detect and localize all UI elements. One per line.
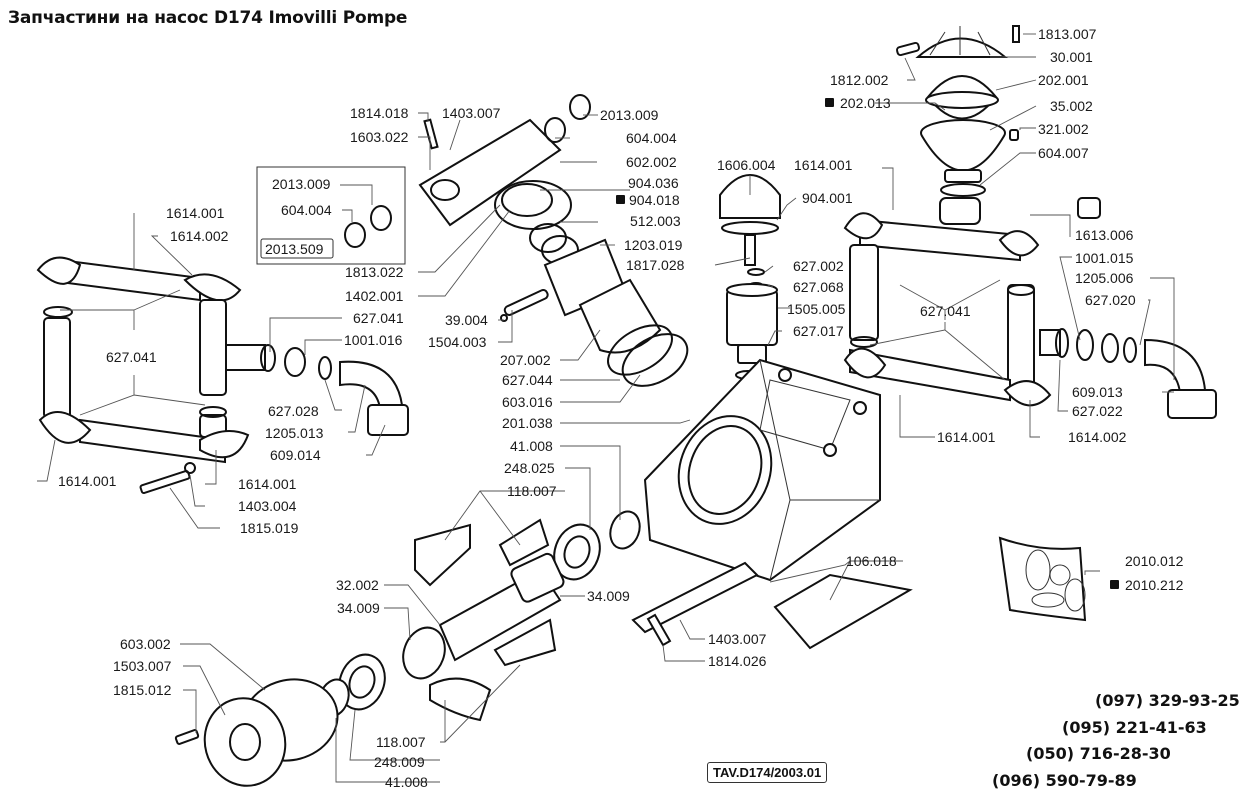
part-label: 1603.022: [350, 129, 409, 145]
part-label: 627.068: [793, 279, 844, 295]
phone-number: (097) 329-93-25: [1095, 691, 1240, 710]
phone-number: (095) 221-41-63: [1062, 718, 1207, 737]
leader-lines: [37, 33, 1175, 783]
part-label: 1205.013: [265, 425, 324, 441]
drawing-code-badge: TAV.D174/2003.01: [707, 762, 828, 783]
part-label: 1402.001: [345, 288, 404, 304]
kit-code-label: 2013.509: [265, 241, 324, 257]
part-label: 609.013: [1072, 384, 1123, 400]
part-label: 1614.001: [937, 429, 996, 445]
part-label: 118.007: [507, 483, 557, 499]
part-label: 1815.019: [240, 520, 299, 536]
part-label: 1813.022: [345, 264, 404, 280]
part-label: 627.022: [1072, 403, 1123, 419]
part-label: 627.002: [793, 258, 844, 274]
part-label: 602.002: [626, 154, 677, 170]
part-label: 1001.015: [1075, 250, 1134, 266]
seal-kit-drawing: [998, 536, 1087, 622]
kit-item-label: 2013.009: [272, 176, 331, 192]
supersession-marker-icon: [825, 98, 834, 107]
kit-item-label: 604.004: [281, 202, 332, 218]
part-label: 1504.003: [428, 334, 487, 350]
part-label: 604.004: [626, 130, 677, 146]
part-label: 1814.026: [708, 653, 767, 669]
air-chamber-assembly: [896, 25, 1020, 197]
part-label: 1205.006: [1075, 270, 1134, 286]
part-label: 2010.012: [1125, 553, 1184, 569]
part-label: 1812.002: [830, 72, 889, 88]
part-label: 627.041: [106, 349, 157, 365]
part-label: 39.004: [445, 312, 488, 328]
part-label: 41.008: [385, 774, 428, 790]
parts-drawing: [36, 25, 1217, 787]
part-label: 904.036: [628, 175, 679, 191]
phone-number: (096) 590-79-89: [992, 771, 1137, 790]
part-label: 1614.002: [1068, 429, 1127, 445]
right-manifold: [843, 197, 1217, 419]
part-label: 609.014: [270, 447, 321, 463]
part-label: 32.002: [336, 577, 379, 593]
part-label: 627.041: [353, 310, 404, 326]
supersession-marker-icon: [616, 195, 625, 204]
part-label: 1403.007: [442, 105, 501, 121]
crankshaft-assembly: [174, 510, 641, 787]
part-label: 1606.004: [717, 157, 776, 173]
part-label: 202.013: [840, 95, 891, 111]
part-label: 1814.018: [350, 105, 409, 121]
part-label: 1817.028: [626, 257, 685, 273]
part-label: 202.001: [1038, 72, 1089, 88]
part-label: 41.008: [510, 438, 553, 454]
part-label: 201.038: [502, 415, 553, 431]
part-label: 1203.019: [624, 237, 683, 253]
part-label: 603.002: [120, 636, 171, 652]
part-label: 248.009: [374, 754, 425, 770]
phone-number: (050) 716-28-30: [1026, 744, 1171, 763]
part-label: 627.020: [1085, 292, 1136, 308]
pump-body: [643, 358, 881, 582]
part-label: 1813.007: [1038, 26, 1097, 42]
part-label: 1403.004: [238, 498, 297, 514]
part-label: 904.018: [629, 192, 680, 208]
page-title: Запчастини на насос D174 Imovilli Pompe: [8, 8, 408, 28]
valve-kit-box: 2013.509 2013.009 604.004: [256, 166, 406, 265]
part-label: 512.003: [630, 213, 681, 229]
part-label: 1614.001: [166, 205, 225, 221]
part-label: 1614.001: [58, 473, 117, 489]
supersession-marker-icon: [1110, 580, 1119, 589]
part-label: 30.001: [1050, 49, 1093, 65]
part-label: 1403.007: [708, 631, 767, 647]
part-label: 106.018: [846, 553, 897, 569]
part-label: 34.009: [337, 600, 380, 616]
part-label: 321.002: [1038, 121, 1089, 137]
part-label: 1614.001: [238, 476, 297, 492]
part-label: 2013.009: [600, 107, 659, 123]
part-label: 2010.212: [1125, 577, 1184, 593]
part-label: 1503.007: [113, 658, 172, 674]
base-brackets: [631, 561, 913, 650]
part-label: 248.025: [504, 460, 555, 476]
part-label: 904.001: [802, 190, 853, 206]
part-label: 1001.016: [344, 332, 403, 348]
part-label: 1614.001: [794, 157, 853, 173]
part-label: 627.041: [920, 303, 971, 319]
part-label: 118.007: [376, 734, 426, 750]
part-label: 603.016: [502, 394, 553, 410]
part-label: 1613.006: [1075, 227, 1134, 243]
central-valve: [719, 174, 781, 380]
part-labels: 1813.007 30.001 1812.002 202.001 202.013…: [58, 26, 1184, 790]
part-label: 1815.012: [113, 682, 172, 698]
valve-cover-assembly: [418, 94, 689, 387]
part-label: 627.028: [268, 403, 319, 419]
part-label: 604.007: [1038, 145, 1089, 161]
part-label: 1505.005: [787, 301, 846, 317]
part-label: 627.044: [502, 372, 553, 388]
part-label: 34.009: [587, 588, 630, 604]
part-label: 35.002: [1050, 98, 1093, 114]
part-label: 1614.002: [170, 228, 229, 244]
part-label: 207.002: [500, 352, 551, 368]
part-label: 627.017: [793, 323, 844, 339]
left-manifold: [36, 256, 409, 495]
